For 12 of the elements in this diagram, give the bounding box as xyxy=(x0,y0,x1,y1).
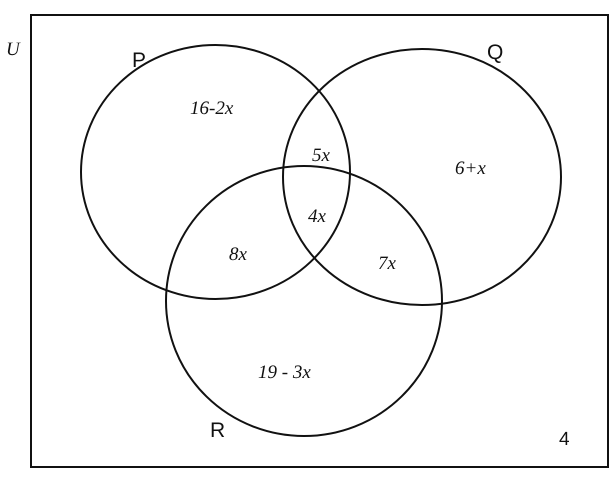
set-label: R xyxy=(210,420,226,441)
set-label: Q xyxy=(487,42,504,63)
region-value: 8x xyxy=(229,245,247,264)
set-label: P xyxy=(132,50,146,71)
region-value: 19 - 3x xyxy=(258,363,311,382)
region-value: 4x xyxy=(308,207,326,226)
region-value: 7x xyxy=(378,254,396,273)
region-value: 16-2x xyxy=(190,99,234,118)
region-value: 4 xyxy=(559,430,570,449)
region-value: 5x xyxy=(312,146,330,165)
universal-set-label: U xyxy=(6,40,20,59)
region-value: 6+x xyxy=(455,159,486,178)
